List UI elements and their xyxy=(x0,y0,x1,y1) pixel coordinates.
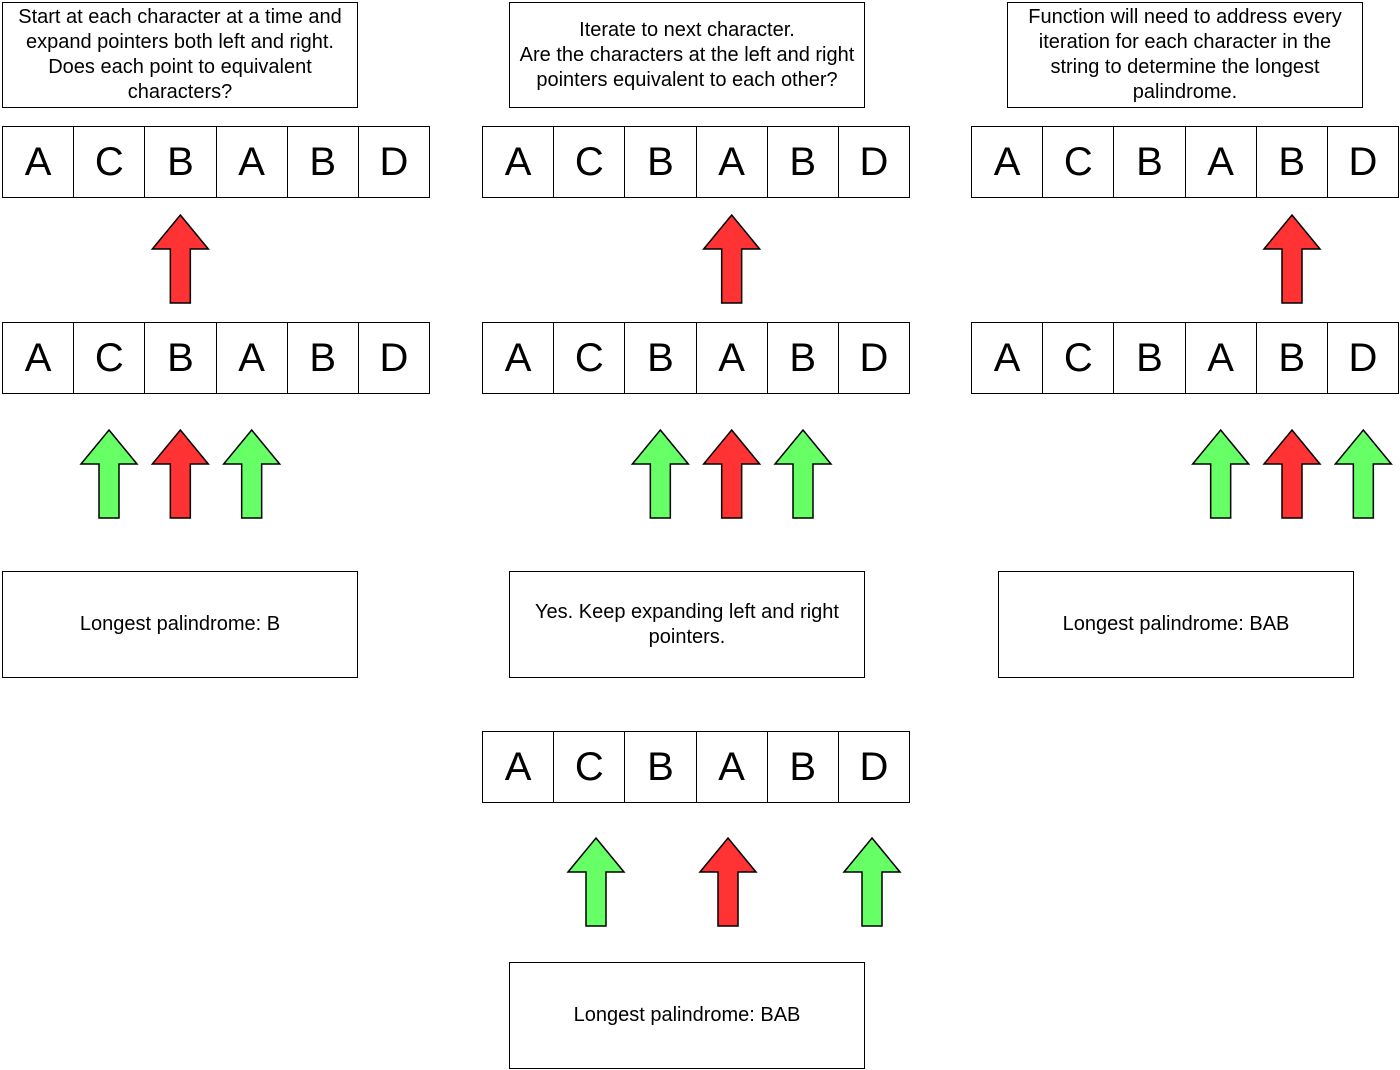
pointer-arrow-icon xyxy=(1191,428,1251,519)
char-cell: C xyxy=(553,732,624,802)
pivot-arrow-icon xyxy=(1262,428,1322,519)
char-cell: A xyxy=(24,139,52,184)
char-cell: B xyxy=(1255,323,1327,393)
char-cell: B xyxy=(1255,127,1327,197)
pivot-arrow-icon xyxy=(702,428,762,519)
char-cell: A xyxy=(504,744,532,789)
char-cell: B xyxy=(144,323,215,393)
char-cell: A xyxy=(1184,127,1256,197)
pointer-arrow-icon xyxy=(566,836,626,927)
char-cell: A xyxy=(695,127,767,197)
char-cell: A xyxy=(1184,323,1256,393)
char-cell: D xyxy=(837,127,909,197)
char-cell: D xyxy=(1326,127,1398,197)
char-cell: A xyxy=(24,335,52,380)
char-cell: D xyxy=(837,732,909,802)
char-cell: D xyxy=(357,127,429,197)
char-cell: C xyxy=(73,323,144,393)
char-cell: C xyxy=(553,323,624,393)
pointer-arrow-icon xyxy=(630,428,690,519)
pivot-arrow-icon xyxy=(1262,213,1322,304)
char-cell: B xyxy=(766,127,838,197)
pointer-arrow-icon xyxy=(222,428,282,519)
char-cell: B xyxy=(766,732,838,802)
char-cell: D xyxy=(837,323,909,393)
char-cell: C xyxy=(73,127,144,197)
col1-result-caption: Longest palindrome: B xyxy=(2,571,358,678)
char-cell: A xyxy=(504,335,532,380)
pivot-arrow-icon xyxy=(150,213,210,304)
pointer-arrow-icon xyxy=(842,836,902,927)
char-cell: B xyxy=(624,127,695,197)
char-cell: A xyxy=(215,127,287,197)
col1-top-caption: Start at each character at a time and ex… xyxy=(2,2,358,108)
char-cell: B xyxy=(286,323,358,393)
char-cell: B xyxy=(1113,127,1184,197)
char-cell: A xyxy=(215,323,287,393)
pivot-arrow-icon xyxy=(150,428,210,519)
char-cell: B xyxy=(766,323,838,393)
col3-result-caption: Longest palindrome: BAB xyxy=(998,571,1354,678)
char-cell: B xyxy=(624,323,695,393)
char-cell: B xyxy=(144,127,215,197)
char-cell: B xyxy=(624,732,695,802)
pivot-arrow-icon xyxy=(698,836,758,927)
char-cell: A xyxy=(695,323,767,393)
char-cell: B xyxy=(286,127,358,197)
char-cell: C xyxy=(1042,323,1113,393)
col2-result-caption: Longest palindrome: BAB xyxy=(509,962,865,1069)
pivot-arrow-icon xyxy=(702,213,762,304)
char-cell: B xyxy=(1113,323,1184,393)
char-cell: C xyxy=(1042,127,1113,197)
char-cell: D xyxy=(1326,323,1398,393)
pointer-arrow-icon xyxy=(1333,428,1393,519)
col2-top-caption: Iterate to next character. Are the chara… xyxy=(509,2,865,108)
col3-top-caption: Function will need to address every iter… xyxy=(1007,2,1363,108)
char-cell: A xyxy=(993,139,1021,184)
char-cell: A xyxy=(504,139,532,184)
pointer-arrow-icon xyxy=(773,428,833,519)
pointer-arrow-icon xyxy=(79,428,139,519)
char-cell: A xyxy=(993,335,1021,380)
col2-middle-caption: Yes. Keep expanding left and right point… xyxy=(509,571,865,678)
char-cell: C xyxy=(553,127,624,197)
char-cell: D xyxy=(357,323,429,393)
char-cell: A xyxy=(695,732,767,802)
